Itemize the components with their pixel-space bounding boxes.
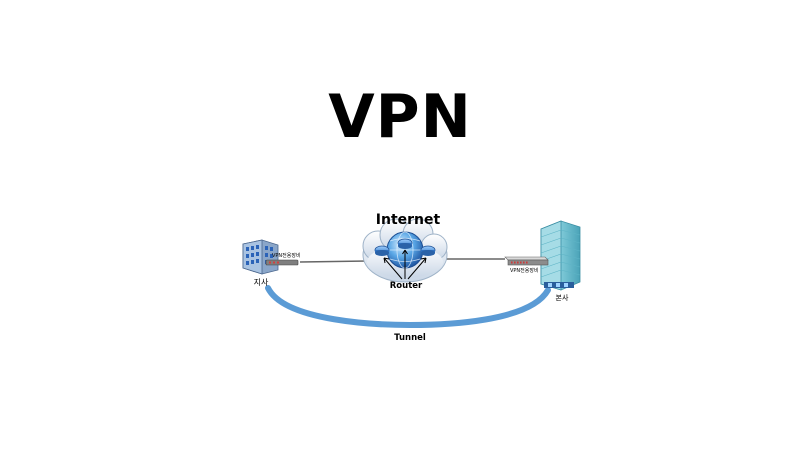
branch-internet-link	[299, 260, 369, 263]
router-icon-right	[420, 245, 436, 256]
tunnel-arc	[265, 285, 551, 329]
hq-building-icon	[540, 220, 581, 291]
router-arrows	[383, 249, 427, 280]
hq-device-label: VPN전용장비	[510, 267, 539, 274]
hq-vpn-device-icon	[504, 256, 549, 266]
router-icon-center	[397, 238, 413, 249]
branch-label: 지사	[254, 278, 269, 287]
branch-vpn-device-icon	[265, 259, 299, 266]
branch-device-label: VPN전용장비	[272, 252, 301, 259]
hq-label: 본사	[556, 293, 569, 302]
internet-label: Internet	[376, 212, 441, 228]
router-icon-left	[374, 245, 390, 256]
router-label: Router	[390, 281, 423, 291]
tunnel-label: Tunnel	[394, 333, 426, 343]
branch-building-icon	[242, 239, 279, 275]
slide-title: VPN	[328, 82, 472, 152]
